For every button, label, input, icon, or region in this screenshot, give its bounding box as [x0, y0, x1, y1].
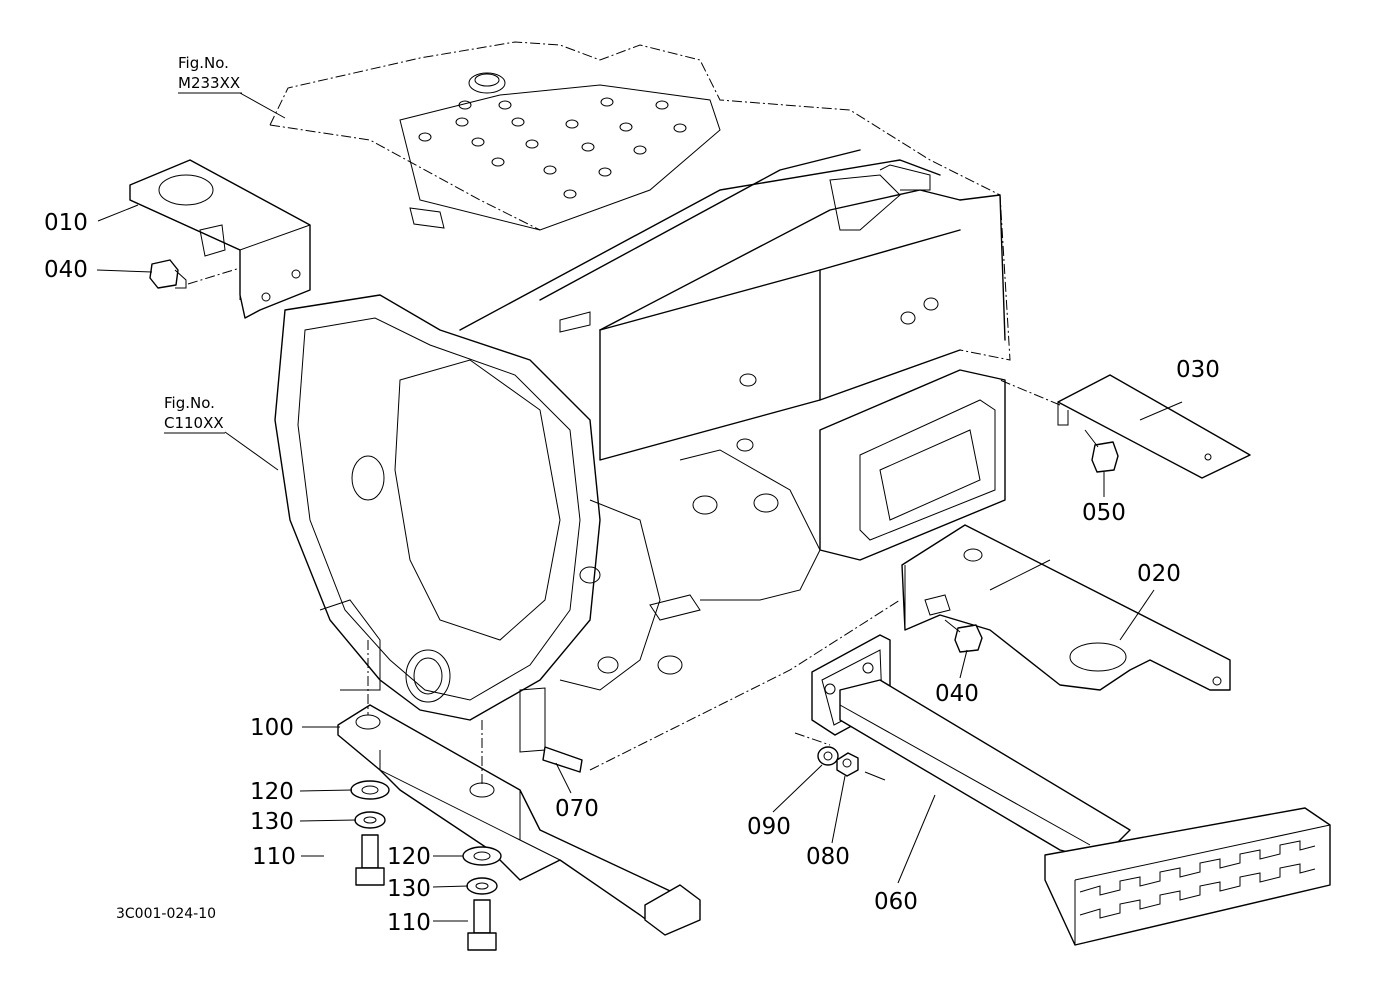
diagram-code: 3C001-024-10 [116, 906, 216, 922]
part-020-bracket [901, 524, 1231, 691]
part-label-130: 130 [387, 876, 431, 902]
part-label-110: 110 [387, 910, 431, 936]
part-label-060: 060 [874, 889, 918, 915]
part-label-020: 020 [1137, 561, 1181, 587]
figure-ref-title: Fig.No. [164, 394, 215, 412]
part-label-030: 030 [1176, 357, 1220, 383]
part-030-plate [999, 374, 1251, 479]
figure-ref-c110xx: Fig.No. C110XX [164, 394, 225, 434]
part-label-120: 120 [387, 844, 431, 870]
leader-lines [96, 92, 1183, 922]
part-label-110: 110 [252, 844, 296, 870]
figure-ref-code: M233XX [178, 74, 240, 92]
part-label-080: 080 [806, 844, 850, 870]
part-label-070: 070 [555, 796, 599, 822]
port-holes [418, 72, 687, 199]
part-060-step [794, 634, 1331, 946]
part-labels: 010 040 030 050 020 040 100 120 130 110 … [44, 210, 1220, 936]
part-label-040: 040 [935, 681, 979, 707]
figure-ref-code: C110XX [164, 414, 224, 432]
part-label-130: 130 [250, 809, 294, 835]
transmission-case-drawing [274, 149, 1006, 753]
figure-ref-title: Fig.No. [178, 54, 229, 72]
part-100-bracket [337, 599, 901, 951]
part-label-050: 050 [1082, 500, 1126, 526]
part-label-090: 090 [747, 814, 791, 840]
part-label-100: 100 [250, 715, 294, 741]
part-label-010: 010 [44, 210, 88, 236]
figure-ref-m233xx: Fig.No. M233XX [178, 54, 242, 94]
part-010-bracket [129, 159, 311, 319]
upper-housing-drawing [269, 41, 1011, 361]
part-label-120: 120 [250, 779, 294, 805]
part-label-040: 040 [44, 257, 88, 283]
